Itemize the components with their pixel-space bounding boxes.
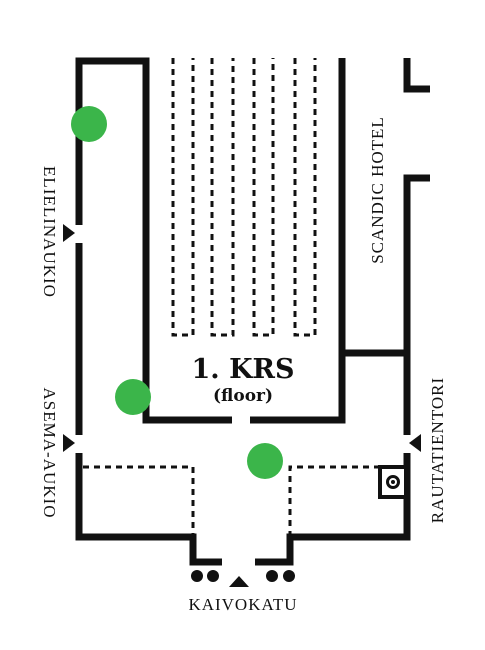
elevator-icon [378, 465, 408, 499]
street-label-rautatientori: RAUTATIENTORI [428, 377, 447, 523]
street-label-kaivokatu: KAIVOKATU [188, 595, 297, 614]
entrance-arrow-icon [63, 224, 75, 242]
location-marker-lower-left[interactable] [115, 379, 151, 415]
bollards [191, 570, 295, 582]
entrance-arrows [63, 224, 421, 587]
dashed-lanes [83, 58, 380, 537]
floor-title: 1. KRS [192, 354, 295, 385]
location-markers [71, 106, 283, 479]
bollard-icon [283, 570, 295, 582]
entrance-arrow-icon [409, 434, 421, 452]
bollard-icon [266, 570, 278, 582]
bollard-icon [207, 570, 219, 582]
bollard-icon [191, 570, 203, 582]
location-marker-center[interactable] [247, 443, 283, 479]
street-label-asema-aukio: ASEMA-AUKIO [40, 388, 59, 519]
entrance-arrow-icon [229, 576, 249, 587]
street-label-scandic-hotel: SCANDIC HOTEL [368, 116, 387, 264]
floor-subtitle: (floor) [213, 386, 273, 406]
entrance-arrow-icon [63, 434, 75, 452]
street-label-elielinaukio: ELIELINAUKIO [40, 166, 59, 298]
location-marker-upper-left[interactable] [71, 106, 107, 142]
